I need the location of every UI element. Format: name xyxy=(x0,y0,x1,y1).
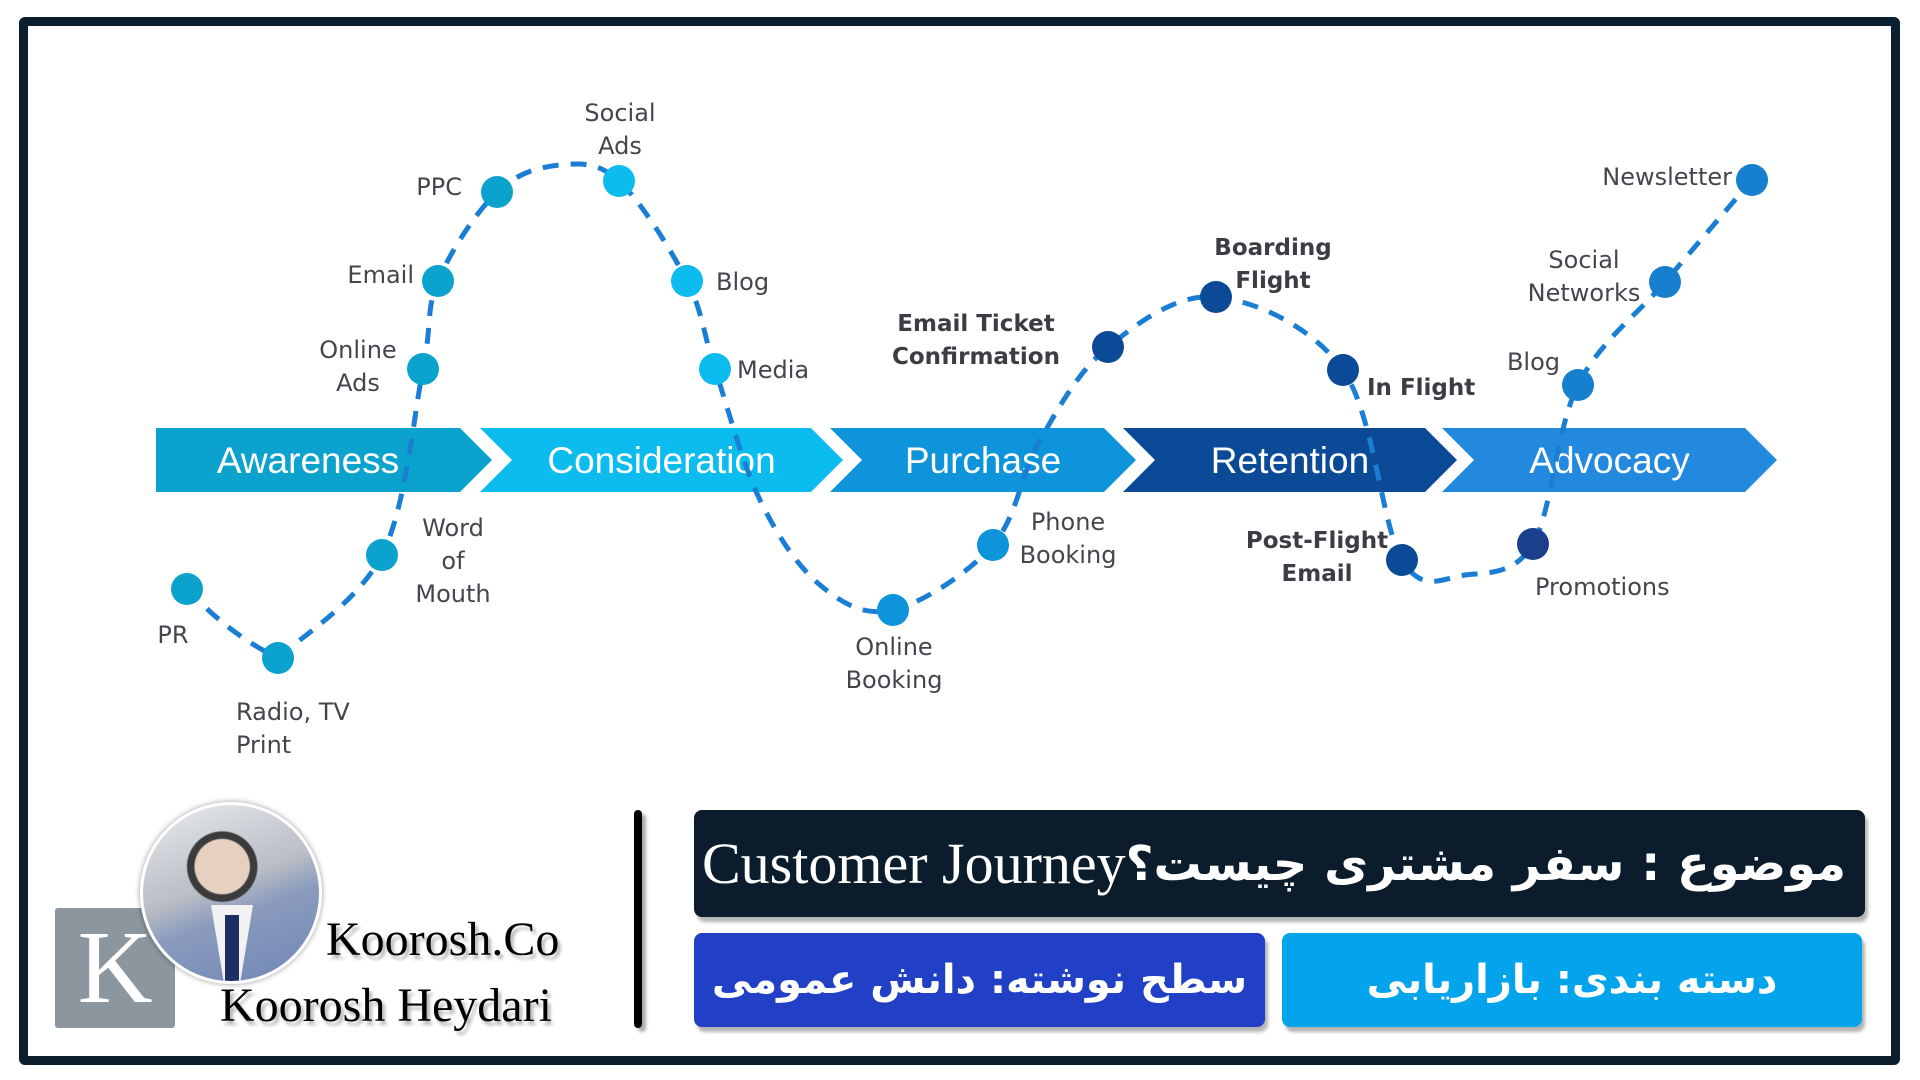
touchpoint-label-line: Ads xyxy=(336,369,380,397)
touchpoint-dot xyxy=(977,529,1009,561)
touchpoint-dot xyxy=(603,165,635,197)
touchpoint-label: Newsletter xyxy=(1602,163,1732,191)
touchpoint-label-line: Blog xyxy=(716,268,769,296)
touchpoint-dot xyxy=(1327,354,1359,386)
touchpoint-dot xyxy=(171,573,203,605)
touchpoint-label-line: Post-Flight xyxy=(1246,528,1388,554)
touchpoint-label-line: Mouth xyxy=(415,580,490,608)
touchpoint-label-line: Online xyxy=(319,336,396,364)
touchpoint-dot xyxy=(1386,544,1418,576)
touchpoint-label-line: Newsletter xyxy=(1602,163,1732,191)
touchpoint-label-line: Flight xyxy=(1235,268,1310,294)
journey-dashed-path-start xyxy=(185,587,280,661)
touchpoint-dot xyxy=(699,353,731,385)
touchpoint-dot xyxy=(1200,281,1232,313)
touchpoint-label-line: Confirmation xyxy=(892,344,1060,370)
touchpoint-label-line: PPC xyxy=(416,173,462,201)
touchpoint-dot xyxy=(422,265,454,297)
stage-arrow-purchase xyxy=(830,428,1136,492)
touchpoint-label-line: Email Ticket xyxy=(897,311,1054,337)
touchpoint-label: PPC xyxy=(416,173,462,201)
touchpoint-label: Blog xyxy=(716,268,769,296)
touchpoint-label-line: Radio, TV xyxy=(236,698,350,726)
category-banner: دسته بندی: بازاریابی xyxy=(1282,933,1862,1027)
level-banner: سطح نوشته: دانش عمومی xyxy=(694,933,1265,1027)
stage-arrow-retention xyxy=(1123,428,1457,492)
touchpoint-label-line: Word xyxy=(422,514,484,542)
touchpoint-label-line: Email xyxy=(347,261,414,289)
touchpoint-dot xyxy=(1649,266,1681,298)
touchpoint-label-line: Boarding xyxy=(1214,235,1331,261)
touchpoint-label: PR xyxy=(157,621,188,649)
touchpoint-label-line: Booking xyxy=(1020,541,1117,569)
touchpoint-label-line: Social xyxy=(1548,246,1619,274)
level-text: سطح نوشته: دانش عمومی xyxy=(711,957,1248,1003)
title-banner: Customer Journey موضوع : سفر مشتری چیست؟ xyxy=(694,810,1865,917)
touchpoint-label-line: Networks xyxy=(1528,279,1641,307)
touchpoint-dot xyxy=(1736,164,1768,196)
touchpoint-label-line: Booking xyxy=(846,666,943,694)
touchpoint-label-line: of xyxy=(441,547,465,575)
touchpoint-label-line: Ads xyxy=(598,132,642,160)
touchpoint-label-line: Social xyxy=(584,99,655,127)
touchpoint-label-line: Online xyxy=(855,633,932,661)
touchpoint-label: Radio, TV Print xyxy=(236,698,350,759)
stage-arrow-consideration xyxy=(480,428,843,492)
touchpoint-dot xyxy=(671,265,703,297)
journey-dashed-path xyxy=(276,161,1754,660)
touchpoint-label-line: Print xyxy=(236,731,291,759)
brand-author-name: Koorosh Heydari xyxy=(220,979,552,1032)
touchpoint-label-line: Phone xyxy=(1031,508,1105,536)
touchpoint-label: Blog xyxy=(1507,348,1560,376)
touchpoint-dot xyxy=(262,642,294,674)
touchpoint-dot xyxy=(877,594,909,626)
brand-company-name: Koorosh.Co xyxy=(326,913,560,966)
touchpoint-label-line: In Flight xyxy=(1367,375,1475,401)
title-english: Customer Journey xyxy=(702,831,1126,896)
touchpoint-label-line: PR xyxy=(157,621,188,649)
touchpoint-label: Media xyxy=(737,356,809,384)
touchpoint-label: Email xyxy=(347,261,414,289)
title-persian: موضوع : سفر مشتری چیست؟ xyxy=(1125,835,1847,892)
stage-label-retention: Retention xyxy=(1211,440,1369,481)
touchpoint-dots xyxy=(171,164,1768,674)
category-text: دسته بندی: بازاریابی xyxy=(1366,957,1778,1003)
touchpoint-label-line: Blog xyxy=(1507,348,1560,376)
touchpoint-dot xyxy=(1092,331,1124,363)
touchpoint-dot xyxy=(407,353,439,385)
avatar-tie xyxy=(225,915,239,981)
touchpoint-label-line: Media xyxy=(737,356,809,384)
stage-arrow-awareness xyxy=(156,428,492,492)
vertical-divider xyxy=(634,810,642,1028)
author-avatar xyxy=(140,802,322,984)
touchpoint-label: Promotions xyxy=(1535,573,1670,601)
touchpoint-label: In Flight xyxy=(1367,375,1475,401)
touchpoint-label-line: Promotions xyxy=(1535,573,1670,601)
stage-arrow-advocacy xyxy=(1442,428,1777,492)
touchpoint-label-line: Email xyxy=(1282,561,1353,587)
stage-label-awareness: Awareness xyxy=(217,440,399,481)
touchpoint-dot xyxy=(1562,369,1594,401)
touchpoint-dot xyxy=(481,176,513,208)
touchpoint-dot xyxy=(1517,528,1549,560)
touchpoint-dot xyxy=(366,539,398,571)
